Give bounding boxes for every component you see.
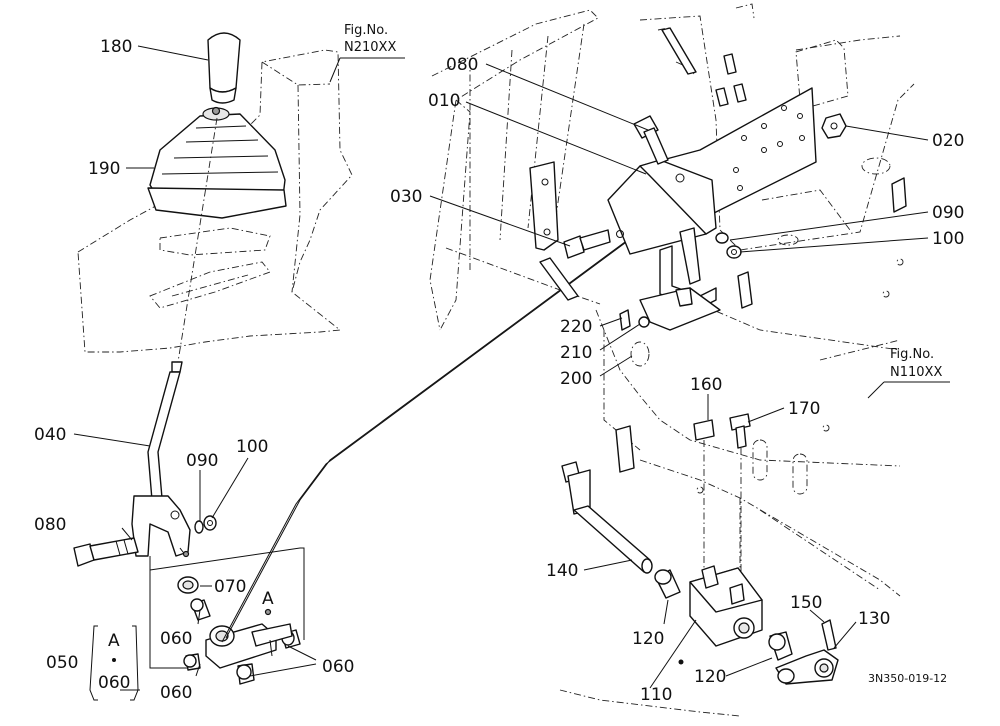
callout-100-right: 100 — [932, 229, 964, 249]
callout-120-a: 120 — [632, 629, 664, 649]
callout-120-b: 120 — [694, 667, 726, 687]
callout-080-left: 080 — [34, 515, 66, 535]
leader-lines — [73, 45, 929, 691]
shift-knob — [207, 32, 241, 104]
callout-210: 210 — [560, 343, 592, 363]
bushing-120-left — [654, 569, 681, 599]
bolt-080-top — [633, 115, 669, 165]
callout-180: 180 — [100, 37, 132, 57]
callout-140: 140 — [546, 561, 578, 581]
group-050-number: 050 — [46, 653, 78, 673]
callout-060-b: 060 — [322, 657, 354, 677]
nut-020 — [821, 113, 847, 139]
callout-090-left: 090 — [186, 451, 218, 471]
callout-010: 010 — [428, 91, 460, 111]
group-050-note: 050 A 060 — [46, 625, 139, 701]
washers-left — [194, 515, 217, 534]
chassis-frame — [429, 3, 915, 717]
mounting-plate — [529, 27, 817, 309]
group-050-member: 060 — [98, 673, 130, 693]
callout-200: 200 — [560, 369, 592, 389]
washers-right — [715, 232, 742, 259]
figure-ref-line1: Fig.No. — [890, 347, 934, 362]
group-050-detail: A — [108, 631, 120, 651]
callout-020: 020 — [932, 131, 964, 151]
linkage-assembly — [149, 547, 305, 685]
callout-070: 070 — [214, 577, 246, 597]
bolt-160 — [693, 419, 715, 568]
lever-130 — [775, 649, 839, 685]
callout-130: 130 — [858, 609, 890, 629]
lever-housing — [77, 49, 353, 353]
callout-220: 220 — [560, 317, 592, 337]
callout-060-c: 060 — [160, 683, 192, 703]
callout-100-left: 100 — [236, 437, 268, 457]
callout-080-top: 080 — [446, 55, 478, 75]
drawing-code: 3N350-019-12 — [868, 672, 947, 685]
callout-160: 160 — [690, 375, 722, 395]
bolt-030 — [563, 229, 611, 259]
callout-190: 190 — [88, 159, 120, 179]
lower-bracket — [615, 177, 907, 473]
figure-ref-line2: N210XX — [344, 40, 396, 55]
figure-ref-line2: N110XX — [890, 365, 942, 380]
figure-ref-line1: Fig.No. — [344, 23, 388, 38]
shaft-140 — [561, 461, 653, 574]
pin-150 — [821, 619, 837, 651]
bushing-120-right — [768, 631, 793, 661]
callout-110: 110 — [640, 685, 672, 705]
bolt-170 — [729, 413, 751, 580]
block-110 — [689, 565, 763, 647]
detail-mark: A — [262, 589, 274, 609]
callout-170: 170 — [788, 399, 820, 419]
shift-boot — [147, 106, 287, 219]
figure-ref-n110xx: Fig.No. N110XX — [867, 347, 950, 399]
callout-090-right: 090 — [932, 203, 964, 223]
callout-060-a: 060 — [160, 629, 192, 649]
bolt-080-left — [73, 537, 139, 567]
callouts: 180 190 040 090 100 080 070 060 060 060 … — [34, 37, 964, 705]
callout-030: 030 — [390, 187, 422, 207]
figure-ref-n210xx: Fig.No. N210XX — [329, 23, 405, 83]
callout-150: 150 — [790, 593, 822, 613]
callout-040: 040 — [34, 425, 66, 445]
